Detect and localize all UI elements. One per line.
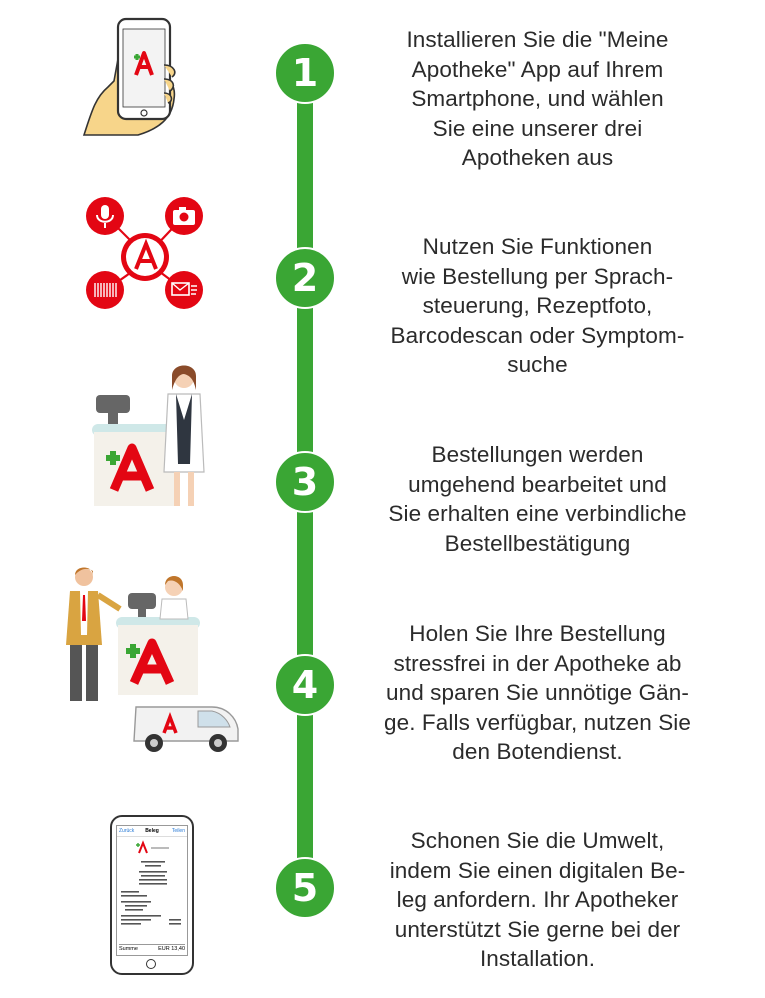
step-1-text: Installieren Sie die "Meine Apotheke" Ap…: [365, 25, 710, 173]
receipt-body: [121, 840, 181, 925]
text-line: Holen Sie Ihre Bestellung: [409, 621, 666, 646]
text-line: leg anfordern. Ihr Apotheker: [396, 887, 679, 912]
step-4-badge: 4: [274, 654, 336, 716]
text-line: Nutzen Sie Funktionen: [422, 234, 653, 259]
step-3-text: Bestellungen werden umgehend bearbeitet …: [365, 440, 710, 558]
hand-smartphone-illustration: [78, 15, 188, 143]
step-1-badge: 1: [274, 42, 336, 104]
text-line: Sie eine unserer drei: [432, 115, 643, 141]
text-line: stressfrei in der Apotheke ab: [393, 650, 682, 676]
receipt-total-label: Summe: [119, 946, 138, 952]
pickup-delivery-illustration: [62, 565, 242, 755]
receipt-share-link[interactable]: Teilen: [171, 828, 185, 834]
text-line: wie Bestellung per Sprach-: [401, 263, 674, 289]
text-line: indem Sie einen digitalen Be-: [389, 857, 686, 883]
text-line: Apotheke" App auf Ihrem: [411, 56, 664, 82]
text-line: Sie erhalten eine verbindliche: [388, 501, 687, 526]
receipt-total-row: Summe EUR 13,40: [119, 944, 185, 953]
text-line: umgehend bearbeitet und: [408, 471, 667, 497]
text-line: Installieren Sie die "Meine: [406, 27, 669, 52]
pharmacist-counter-illustration: [92, 360, 212, 510]
text-line: und sparen Sie unnötige Gän-: [385, 680, 689, 705]
phone-screen: Zurück Beleg Teilen Summe EUR 13,40: [116, 825, 188, 956]
receipt-back-link[interactable]: Zurück: [119, 828, 135, 834]
digital-receipt-phone-illustration: Zurück Beleg Teilen Summe EUR 13,40: [110, 815, 194, 975]
text-line: Bestellungen werden: [431, 442, 644, 467]
step-4-text: Holen Sie Ihre Bestellung stressfrei in …: [365, 619, 710, 767]
features-illustration: [84, 194, 224, 316]
step-2-text: Nutzen Sie Funktionen wie Bestellung per…: [365, 232, 710, 380]
home-button-icon: [146, 959, 156, 969]
text-line: Barcodescan oder Symptom-: [390, 322, 685, 348]
step-5-text: Schonen Sie die Umwelt, indem Sie einen …: [365, 826, 710, 974]
receipt-navbar: Zurück Beleg Teilen: [117, 826, 187, 837]
text-line: Smartphone, und wählen: [411, 86, 664, 111]
text-line: suche: [507, 352, 568, 377]
text-line: Apotheken aus: [461, 145, 614, 170]
text-line: unterstützt Sie gerne bei der: [394, 916, 681, 942]
text-line: Installation.: [479, 946, 596, 971]
receipt-total-value: EUR 13,40: [158, 946, 185, 952]
text-line: den Botendienst.: [452, 739, 623, 764]
receipt-title: Beleg: [145, 828, 159, 834]
step-5-badge: 5: [274, 857, 336, 919]
step-2-badge: 2: [274, 247, 336, 309]
text-line: steuerung, Rezeptfoto,: [422, 293, 653, 318]
text-line: Schonen Sie die Umwelt,: [410, 828, 665, 853]
text-line: ge. Falls verfügbar, nutzen Sie: [383, 709, 692, 735]
step-3-badge: 3: [274, 451, 336, 513]
text-line: Bestellbestätigung: [444, 530, 631, 556]
